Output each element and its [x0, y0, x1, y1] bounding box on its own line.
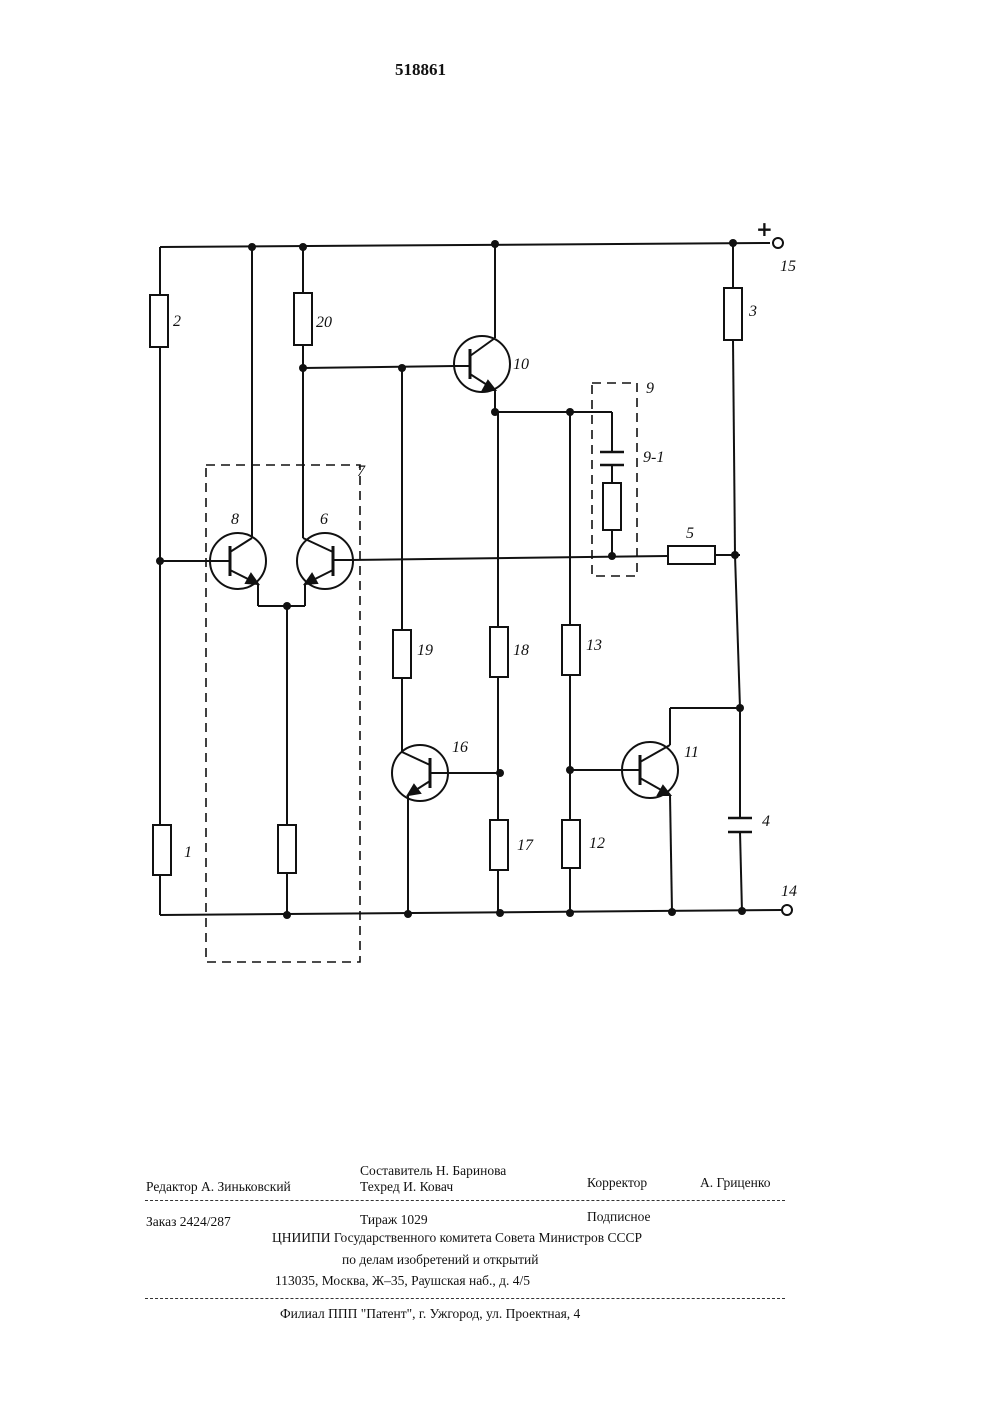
compiler-line: Составитель Н. Баринова: [360, 1163, 506, 1179]
label-16: 16: [452, 739, 468, 756]
techred-line: Техред И. Ковач: [360, 1179, 453, 1195]
resistor-18: [490, 627, 508, 677]
editor-line: Редактор А. Зиньковский: [146, 1179, 291, 1195]
resistor-20: [294, 293, 312, 345]
corrector-title: Корректор: [587, 1175, 647, 1191]
transistor-8: [210, 533, 266, 589]
order-line: Заказ 2424/287: [146, 1214, 231, 1230]
resistor-19: [393, 630, 411, 678]
label-10: 10: [513, 356, 529, 373]
resistors: [150, 288, 742, 875]
junctions: [156, 239, 746, 919]
label-15: 15: [780, 258, 796, 275]
institute-line-1: ЦНИИПИ Государственного комитета Совета …: [272, 1230, 642, 1246]
corrector-name: А. Гриценко: [700, 1175, 771, 1191]
label-2: 2: [173, 313, 181, 330]
transistors: [210, 336, 678, 801]
resistor-13: [562, 625, 580, 675]
label-19: 19: [417, 642, 433, 659]
label-12: 12: [589, 835, 605, 852]
label-8: 8: [231, 511, 239, 528]
transistor-11: [622, 742, 678, 798]
label-7: 7: [357, 463, 366, 480]
top-separator: [145, 1200, 785, 1201]
label-5: 5: [686, 525, 694, 542]
label-9-1: 9-1: [643, 449, 664, 466]
resistor-block7: [278, 825, 296, 873]
terminals: [773, 238, 792, 915]
label-20: 20: [316, 314, 332, 331]
transistor-10: [454, 336, 510, 392]
terminal-14: [782, 905, 792, 915]
address-line: 113035, Москва, Ж–35, Раушская наб., д. …: [275, 1273, 530, 1289]
resistor-2: [150, 295, 168, 347]
resistor-9-1: [603, 483, 621, 530]
institute-line-2: по делам изобретений и открытий: [342, 1252, 538, 1268]
plus-sign: +: [756, 217, 773, 241]
transistor-16: [392, 745, 448, 801]
label-4: 4: [762, 813, 770, 830]
label-3: 3: [748, 303, 757, 320]
label-17: 17: [517, 837, 534, 854]
resistor-3: [724, 288, 742, 340]
resistor-5: [668, 546, 715, 564]
resistor-12: [562, 820, 580, 868]
subscription-line: Подписное: [587, 1209, 651, 1225]
resistor-1: [153, 825, 171, 875]
label-9: 9: [646, 380, 654, 397]
terminal-15: [773, 238, 783, 248]
branch-line: Филиал ППП "Патент", г. Ужгород, ул. Про…: [280, 1306, 580, 1322]
circulation-line: Тираж 1029: [360, 1212, 428, 1228]
label-1: 1: [184, 844, 192, 861]
circuit-schematic: + 15 14 2 20 10 9 9-1 3 7 8 6 5 19 18 13…: [0, 0, 1000, 1000]
label-14: 14: [781, 883, 797, 900]
label-13: 13: [586, 637, 602, 654]
label-18: 18: [513, 642, 529, 659]
resistor-17: [490, 820, 508, 870]
transistor-6: [297, 533, 353, 589]
label-6: 6: [320, 511, 328, 528]
bottom-separator: [145, 1298, 785, 1299]
label-11: 11: [684, 744, 699, 761]
block-7-outline: [206, 465, 360, 962]
